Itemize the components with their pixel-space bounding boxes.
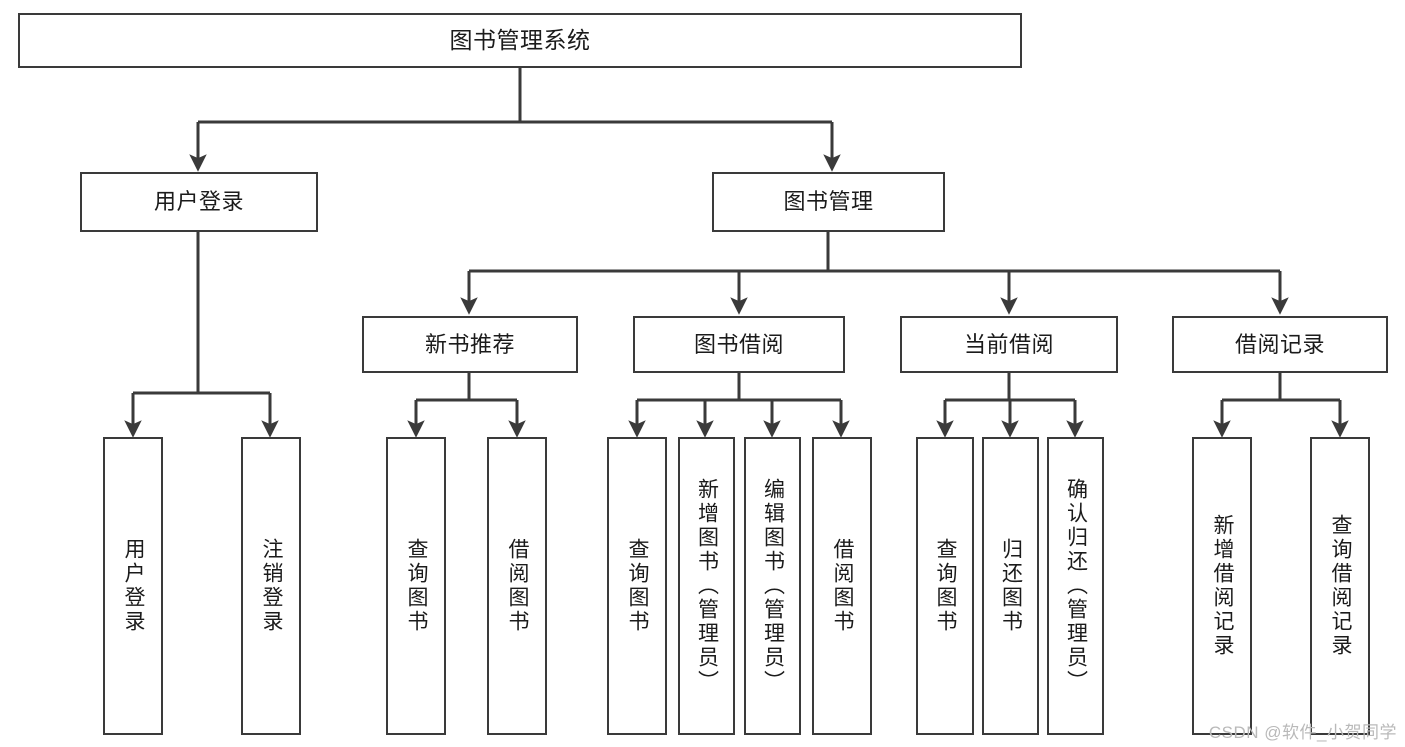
node-label: 借阅图书 xyxy=(831,538,855,634)
leaf-add-borrow-record[interactable]: 新增借阅记录 xyxy=(1192,437,1252,735)
leaf-return-book[interactable]: 归还图书 xyxy=(982,437,1039,735)
node-current-borrow[interactable]: 当前借阅 xyxy=(900,316,1118,373)
node-label: 用户登录 xyxy=(122,538,146,634)
leaf-add-book-admin[interactable]: 新增图书（管理员） xyxy=(678,437,735,735)
node-new-book-recommendation[interactable]: 新书推荐 xyxy=(362,316,578,373)
node-label: 归还图书 xyxy=(999,538,1023,634)
node-label: 借阅图书 xyxy=(506,538,530,634)
leaf-query-book[interactable]: 查询图书 xyxy=(607,437,667,735)
node-label: 当前借阅 xyxy=(963,331,1054,357)
node-label: 查询图书 xyxy=(934,538,958,634)
node-label: 图书管理系统 xyxy=(449,26,591,53)
node-book-management[interactable]: 图书管理 xyxy=(712,172,945,232)
node-user-login[interactable]: 用户登录 xyxy=(80,172,318,232)
node-book-management-system[interactable]: 图书管理系统 xyxy=(18,13,1022,68)
leaf-edit-book-admin[interactable]: 编辑图书（管理员） xyxy=(744,437,801,735)
node-label: 查询借阅记录 xyxy=(1329,514,1353,658)
node-label: 图书借阅 xyxy=(693,331,784,357)
node-label: 编辑图书（管理员） xyxy=(761,478,785,694)
watermark-text: CSDN @软件_小贺同学 xyxy=(1208,723,1397,742)
leaf-user-login[interactable]: 用户登录 xyxy=(103,437,163,735)
node-label: 查询图书 xyxy=(405,538,429,634)
node-label: 查询图书 xyxy=(626,538,650,634)
node-book-borrow[interactable]: 图书借阅 xyxy=(633,316,845,373)
node-label: 新书推荐 xyxy=(424,331,515,357)
leaf-query-book-current[interactable]: 查询图书 xyxy=(916,437,974,735)
node-label: 图书管理 xyxy=(783,189,874,215)
node-label: 借阅记录 xyxy=(1234,331,1325,357)
leaf-confirm-return-admin[interactable]: 确认归还（管理员） xyxy=(1047,437,1104,735)
node-label: 新增借阅记录 xyxy=(1211,514,1235,658)
node-label: 新增图书（管理员） xyxy=(695,478,719,694)
node-label: 用户登录 xyxy=(153,189,244,215)
leaf-logout-login[interactable]: 注销登录 xyxy=(241,437,301,735)
leaf-borrow-book-recommend[interactable]: 借阅图书 xyxy=(487,437,547,735)
node-label: 注销登录 xyxy=(260,538,284,634)
leaf-borrow-book[interactable]: 借阅图书 xyxy=(812,437,872,735)
leaf-query-book-recommend[interactable]: 查询图书 xyxy=(386,437,446,735)
node-borrow-record[interactable]: 借阅记录 xyxy=(1172,316,1388,373)
node-label: 确认归还（管理员） xyxy=(1064,478,1088,694)
leaf-query-borrow-record[interactable]: 查询借阅记录 xyxy=(1310,437,1370,735)
